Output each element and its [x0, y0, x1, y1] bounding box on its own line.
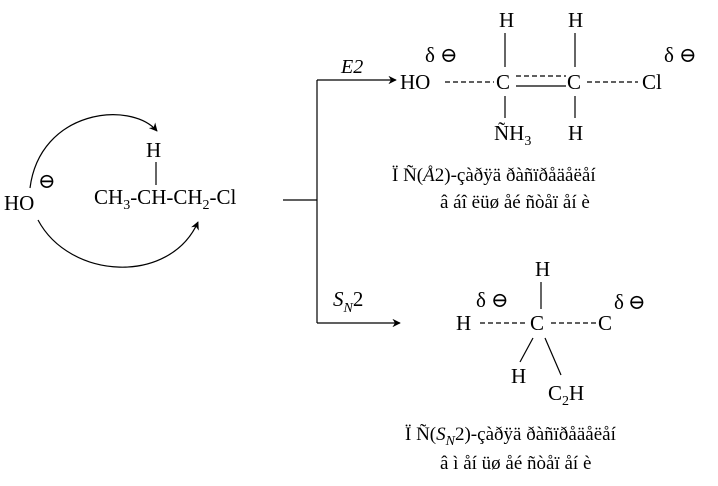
sn2-bond-c2h: [544, 337, 562, 376]
e2-delta-right: δ: [664, 43, 674, 67]
sn2-delta-left: δ: [476, 288, 486, 312]
sn2-caption-line2: â ì åí üø åé ñòåï åí è: [440, 453, 591, 474]
e2-carbon-left: C: [496, 70, 510, 94]
e2-carbon-right: C: [567, 70, 581, 94]
sn2-c2h-h: H: [569, 381, 584, 405]
hydroxide-label: HO: [4, 191, 34, 215]
sn2-caption-line1: Ï Ñ(SN2)-çàðÿä ðàñïðåäåëåí: [405, 423, 617, 449]
sn2-bond-h-bottom-left: [519, 337, 534, 363]
substrate-ch: CH: [94, 185, 123, 209]
sn2-h-bottom-left: H: [511, 364, 526, 388]
sn2-delta-right: δ: [614, 290, 624, 314]
e2-h-bottom-right: H: [568, 121, 583, 145]
sn2-caption-prefix: Ï Ñ(: [405, 423, 436, 445]
sn2-c2h: C2H: [548, 381, 584, 409]
e2-ho: HO: [400, 70, 430, 94]
e2-nh3: ÑH3: [494, 121, 531, 149]
lower-curved-arrow: [37, 219, 199, 268]
e2-h-top-right: H: [568, 8, 583, 32]
reactant: HO ⊖ H CH3-CH-CH2-Cl: [4, 114, 237, 268]
substrate-sub3: 3: [123, 198, 130, 213]
e2-h-top-left: H: [499, 8, 514, 32]
e2-minus-right: ⊖: [679, 43, 697, 67]
e2-nh-h: H: [509, 121, 524, 145]
e2-caption-rest: 2)-çàðÿä ðàñïðåäåëåí: [435, 165, 597, 186]
sn2-caption-n: N: [445, 434, 456, 449]
e2-caption-line2: â áî ëüø åé ñòåï åí è: [440, 192, 590, 213]
sn2-minus-right: ⊖: [628, 290, 646, 314]
sn2-transition-state: δ ⊖ H C H C δ ⊖ H C2H Ï Ñ(SN2)-çàðÿä ðàñ…: [405, 257, 646, 474]
sn2-label-n: N: [343, 301, 354, 316]
e2-caption-italic: Å: [421, 165, 435, 186]
alpha-hydrogen: H: [146, 138, 161, 162]
sn2-minus-left: ⊖: [491, 288, 509, 312]
hydroxide-charge: ⊖: [38, 169, 56, 193]
sn2-label-s: S: [333, 287, 344, 311]
sn2-label-2: 2: [353, 287, 364, 311]
substrate-sub2: 2: [203, 198, 210, 213]
sn2-caption-rest: 2)-çàðÿä ðàñïðåäåëåí: [455, 424, 617, 445]
substrate-middle: -CH-CH: [130, 185, 202, 209]
e2-delta-left: δ: [425, 43, 435, 67]
e2-caption-prefix: Ï Ñ(: [392, 164, 423, 186]
sn2-c2h-sub: 2: [562, 394, 569, 409]
sn2-path-label: SN2: [333, 287, 363, 316]
e2-cl: Cl: [642, 70, 662, 94]
sn2-carbon-center: C: [530, 311, 544, 335]
e2-path-label: E2: [340, 56, 363, 78]
e2-minus-left: ⊖: [440, 43, 458, 67]
sn2-h-top: H: [535, 257, 550, 281]
substrate-formula: CH3-CH-CH2-Cl: [94, 185, 237, 213]
sn2-c2h-c: C: [548, 381, 562, 405]
e2-nh-sub3: 3: [524, 134, 531, 149]
substrate-cl: -Cl: [210, 185, 237, 209]
sn2-caption-s: S: [436, 424, 446, 445]
sn2-h-left: H: [456, 311, 471, 335]
e2-nh-n: Ñ: [494, 121, 509, 145]
branch-lines: E2 SN2: [283, 56, 401, 328]
sn2-carbon-right: C: [598, 311, 612, 335]
e2-transition-state: δ ⊖ HO C H C H Cl δ ⊖ ÑH3 H Ï Ñ(Å2)-çàðÿ…: [392, 8, 697, 213]
upper-curved-arrow: [29, 114, 158, 189]
e2-caption-line1: Ï Ñ(Å2)-çàðÿä ðàñïðåäåëåí: [392, 164, 596, 186]
